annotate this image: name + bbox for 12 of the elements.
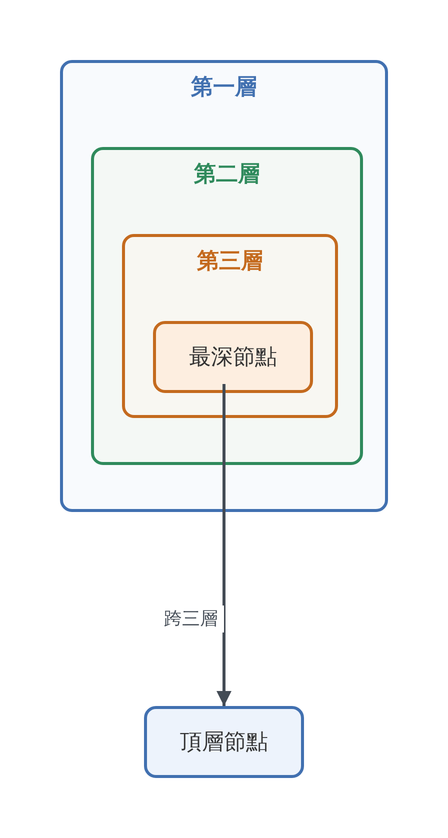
group-box [122,234,338,418]
node-label: 頂層節點 [180,728,268,756]
edge-label: 跨三層 [164,606,224,633]
node-label: 最深節點 [189,344,277,372]
group-title: 第三層 [197,248,263,276]
process-box [144,706,304,778]
process-box [153,321,313,393]
arrow [216,384,232,706]
group-box [91,147,363,465]
group-box [60,60,388,512]
group-title: 第一層 [191,74,257,102]
group-title: 第二層 [194,161,260,189]
